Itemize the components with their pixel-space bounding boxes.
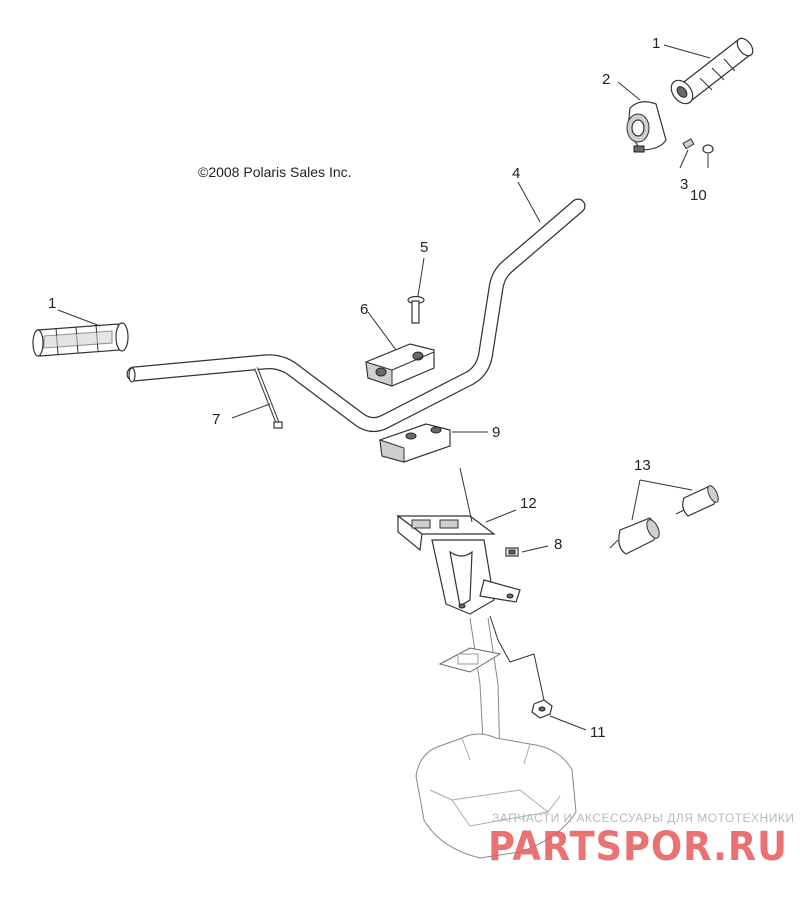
front-cowl — [415, 733, 577, 859]
lower-clamp — [379, 423, 451, 463]
callout-12-mount-bracket: 12 — [520, 495, 537, 512]
throttle-housing — [626, 101, 667, 153]
callout-6-upper-clamp: 6 — [360, 301, 368, 318]
callout-8-screw: 8 — [554, 536, 562, 553]
callout-1-right-grip: 1 — [652, 35, 660, 52]
left-grip — [32, 322, 129, 357]
callout-1-left-grip: 1 — [48, 295, 56, 312]
cap-10 — [702, 144, 714, 154]
callout-4-handlebar: 4 — [512, 165, 520, 182]
screw-3 — [682, 138, 695, 150]
watermark-tagline: ЗАПЧАСТИ И АКСЕССУАРЫ ДЛЯ МОТОТЕХНИКИ — [492, 811, 794, 825]
switch-assembly — [609, 485, 719, 555]
callout-5-bolt: 5 — [420, 239, 428, 256]
right-grip — [670, 37, 754, 105]
callout-3-screw: 3 — [680, 176, 688, 193]
callout-9-lower-clamp: 9 — [492, 424, 500, 441]
handlebar — [126, 198, 586, 433]
copyright-text: ©2008 Polaris Sales Inc. — [198, 164, 352, 180]
callout-13-switch: 13 — [634, 457, 651, 474]
bolt-5 — [407, 295, 425, 324]
watermark-brand: PARTSPOR.RU — [488, 824, 788, 870]
screw-8 — [505, 547, 519, 557]
callout-11-nut: 11 — [590, 724, 606, 741]
mount-bracket — [396, 514, 521, 615]
callout-10-cap: 10 — [690, 187, 707, 204]
callout-7-long-bolt: 7 — [212, 411, 220, 428]
long-bolt — [254, 367, 283, 429]
nut-11 — [531, 699, 553, 719]
callout-2-throttle-housing: 2 — [602, 71, 610, 88]
upper-clamp — [365, 343, 435, 387]
